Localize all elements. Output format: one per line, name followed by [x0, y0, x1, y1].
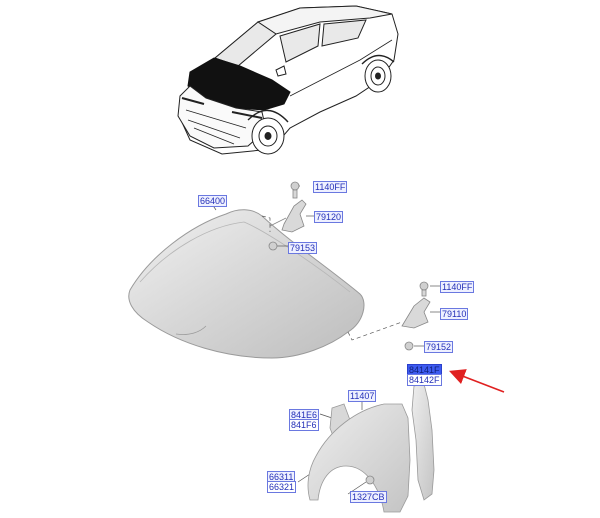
bolt-icon [419, 281, 429, 291]
part-label-hood[interactable]: 66400 [198, 195, 228, 207]
part-label-liner-b[interactable]: 84142F [407, 374, 442, 386]
part-label-hinge-left[interactable]: 79120 [314, 211, 344, 223]
part-label-hinge-right[interactable]: 79110 [440, 308, 469, 320]
part-label-bolt-upper-left[interactable]: 1140FF [313, 181, 348, 193]
bumper-left-icon [268, 241, 278, 251]
part-label-bumper-right[interactable]: 79152 [424, 341, 454, 353]
hinge-right-icon [401, 297, 431, 329]
fender-liner [411, 383, 435, 501]
left-hinge-assembly [268, 181, 307, 251]
part-label-bolt-fender[interactable]: 11407 [348, 390, 377, 402]
vehicle-illustration [177, 5, 399, 155]
part-label-clip[interactable]: 1327CB [350, 491, 387, 503]
hinge-left-icon [281, 199, 307, 233]
part-label-fender-b[interactable]: 66321 [267, 481, 297, 493]
part-label-bracket-b[interactable]: 841F6 [289, 419, 319, 431]
part-label-bolt-upper-right[interactable]: 1140FF [440, 281, 475, 293]
front-fender-panel [307, 403, 411, 513]
hood-panel [128, 209, 365, 359]
part-label-bumper-left[interactable]: 79153 [288, 242, 318, 254]
right-hinge-assembly [401, 281, 431, 351]
highlight-arrow [449, 369, 505, 393]
clip-icon [365, 475, 375, 485]
bolt-icon [290, 181, 300, 191]
bumper-right-icon [404, 341, 414, 351]
